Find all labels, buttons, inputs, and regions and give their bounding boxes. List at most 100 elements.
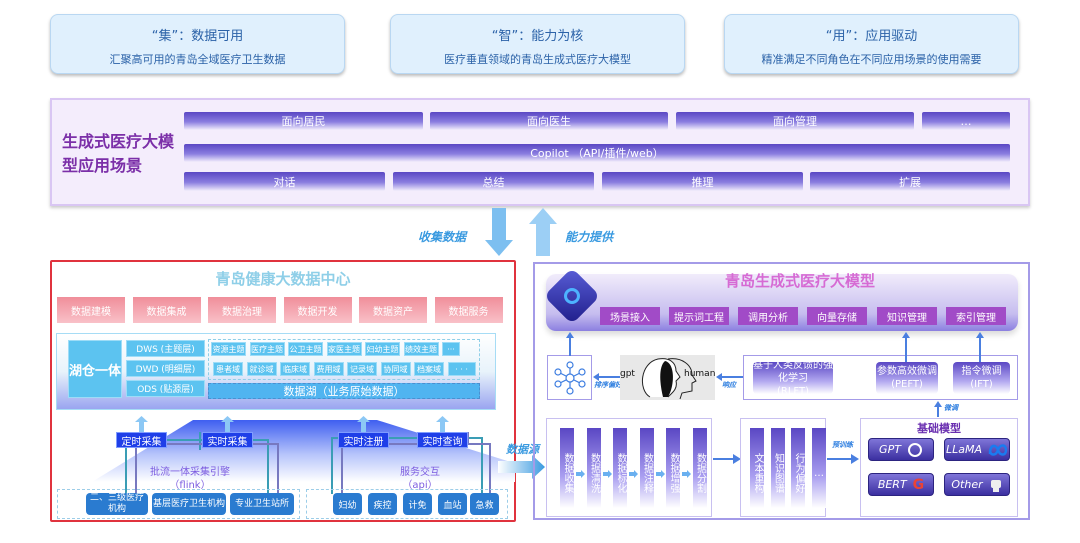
sources-right-box bbox=[306, 489, 508, 519]
right-arrow-icon bbox=[655, 463, 665, 478]
other-logo-icon bbox=[989, 478, 1003, 492]
card-title: “智”：能力为核 bbox=[491, 29, 584, 44]
collect-button[interactable]: 实时查询 bbox=[417, 432, 468, 448]
up-arrow-icon bbox=[135, 416, 148, 432]
pipeline-step: 数据标化 bbox=[613, 428, 627, 508]
source-right-item: 血站 bbox=[438, 493, 467, 515]
domain-item: 档案域 bbox=[414, 362, 444, 376]
method-abbr: (IFT) bbox=[970, 379, 993, 390]
base-model-other: Other bbox=[944, 473, 1010, 496]
pipeline-step: 数据增强 bbox=[666, 428, 680, 508]
step-4: 数据开发 bbox=[283, 297, 352, 323]
method-name: 参数高效微调 bbox=[877, 366, 937, 377]
source-left-item: 专业卫生站所 bbox=[230, 493, 294, 515]
collect-button[interactable]: 实时注册 bbox=[338, 432, 389, 448]
base-model-gpt: GPT bbox=[868, 438, 934, 461]
right-arrow-icon bbox=[827, 454, 859, 464]
card-subtitle: 医疗垂直领域的青岛生成式医疗大模型 bbox=[444, 53, 631, 66]
topic-item: 绩效主题 bbox=[403, 342, 439, 356]
model-name: GPT bbox=[879, 443, 901, 456]
model-name: Other bbox=[951, 478, 983, 491]
model-tag: 调用分析 bbox=[738, 307, 798, 325]
domain-item: 患者域 bbox=[213, 362, 243, 376]
domain-item: · · · bbox=[447, 362, 476, 376]
step-1: 数据建模 bbox=[57, 297, 125, 323]
down-arrow-icon bbox=[485, 208, 513, 256]
top-card-use: “用”：应用驱动精准满足不同角色在不同应用场景的使用需要 bbox=[724, 14, 1019, 74]
function-item: 总结 bbox=[393, 172, 594, 191]
base-model-llama: LLaMA bbox=[944, 438, 1010, 461]
datasource-label: 数据源 bbox=[506, 443, 539, 456]
card-subtitle: 汇聚高可用的青岛全域医疗卫生数据 bbox=[109, 53, 286, 66]
knowledge-item: … bbox=[811, 428, 826, 508]
response-label: 响应 bbox=[722, 381, 736, 389]
service-label: 服务交互 （api） bbox=[370, 466, 470, 492]
function-item: 扩展 bbox=[810, 172, 1010, 191]
method-abbr: (RLFT) bbox=[776, 385, 809, 397]
topic-item: 资源主题 bbox=[211, 342, 246, 356]
function-item: 推理 bbox=[602, 172, 803, 191]
card-title: “用”：应用驱动 bbox=[825, 29, 918, 44]
model-tag: 知识管理 bbox=[877, 307, 937, 325]
data-lake: 数据湖（业务原始数据） bbox=[208, 383, 480, 399]
network-box bbox=[547, 355, 592, 400]
pipeline-step: 数据分割 bbox=[692, 428, 707, 508]
sources-left-box bbox=[57, 489, 300, 519]
gpt-human-image: gpt human bbox=[620, 355, 715, 400]
function-item: 对话 bbox=[184, 172, 385, 191]
service-sub: （api） bbox=[402, 480, 438, 491]
pipeline-step: 数据注释 bbox=[639, 428, 654, 508]
top-card-intelligence: “智”：能力为核医疗垂直领域的青岛生成式医疗大模型 bbox=[390, 14, 685, 74]
domain-item: 临床域 bbox=[280, 362, 310, 376]
collect-data-label: 收集数据 bbox=[418, 230, 467, 244]
topic-item: 妇幼主题 bbox=[365, 342, 400, 356]
pretrain-label: 预训练 bbox=[832, 441, 853, 449]
model-tag: 提示词工程 bbox=[669, 307, 729, 325]
service-name: 服务交互 bbox=[400, 467, 440, 478]
right-arrow-icon bbox=[576, 463, 585, 478]
model-title: 青岛生成式医疗大模型 bbox=[724, 272, 875, 290]
provide-capability-label: 能力提供 bbox=[565, 230, 614, 244]
llama-logo-icon bbox=[988, 443, 1008, 456]
card-title: “集”：数据可用 bbox=[151, 29, 244, 44]
base-model-title: 基础模型 bbox=[917, 422, 961, 435]
gpt-label: gpt bbox=[620, 369, 635, 379]
finetune-method: 指令微调(IFT) bbox=[953, 362, 1010, 394]
model-name: LLaMA bbox=[945, 443, 982, 456]
model-tag: 向量存储 bbox=[807, 307, 867, 325]
source-left-item: 基层医疗卫生机构 bbox=[152, 493, 226, 515]
right-arrow-icon bbox=[713, 454, 741, 464]
step-2: 数据集成 bbox=[132, 297, 201, 323]
up-arrow-icon bbox=[566, 332, 574, 356]
knowledge-box bbox=[740, 418, 826, 517]
scenario-item: 面向医生 bbox=[430, 112, 668, 130]
domain-item: 协同域 bbox=[380, 362, 411, 376]
topic-item: ··· bbox=[442, 342, 460, 356]
data-center-title: 青岛健康大数据中心 bbox=[215, 270, 351, 288]
domain-item: 费用域 bbox=[313, 362, 344, 376]
right-arrow-icon bbox=[682, 463, 691, 478]
face-profile-icon bbox=[642, 358, 697, 400]
card-subtitle: 精准满足不同角色在不同应用场景的使用需要 bbox=[761, 53, 982, 66]
up-arrow-icon bbox=[976, 332, 984, 362]
left-arrow-icon bbox=[593, 373, 621, 381]
model-tag: 场景接入 bbox=[600, 307, 660, 325]
source-right-item: 计免 bbox=[403, 493, 432, 515]
collect-button[interactable]: 实时采集 bbox=[202, 432, 253, 448]
topic-item: 公卫主题 bbox=[288, 342, 323, 356]
pipeline-step: 数据收集 bbox=[560, 428, 574, 508]
domain-item: 记录域 bbox=[347, 362, 377, 376]
up-arrow-icon bbox=[934, 401, 942, 417]
finetune-method: 基于人类反馈的强化学习(RLFT) bbox=[753, 359, 833, 397]
right-arrow-icon bbox=[629, 463, 638, 478]
step-3: 数据治理 bbox=[208, 297, 276, 323]
layer-dwd: DWD (明细层) bbox=[126, 360, 205, 377]
finetune-label: 微调 bbox=[944, 404, 958, 412]
collect-button[interactable]: 定时采集 bbox=[116, 432, 167, 448]
method-abbr: (PEFT) bbox=[891, 379, 923, 390]
up-arrow-icon bbox=[221, 416, 234, 432]
model-name: BERT bbox=[877, 478, 907, 491]
method-name: 基于人类反馈的强化学习 bbox=[753, 359, 833, 384]
model-panel bbox=[533, 262, 1030, 520]
